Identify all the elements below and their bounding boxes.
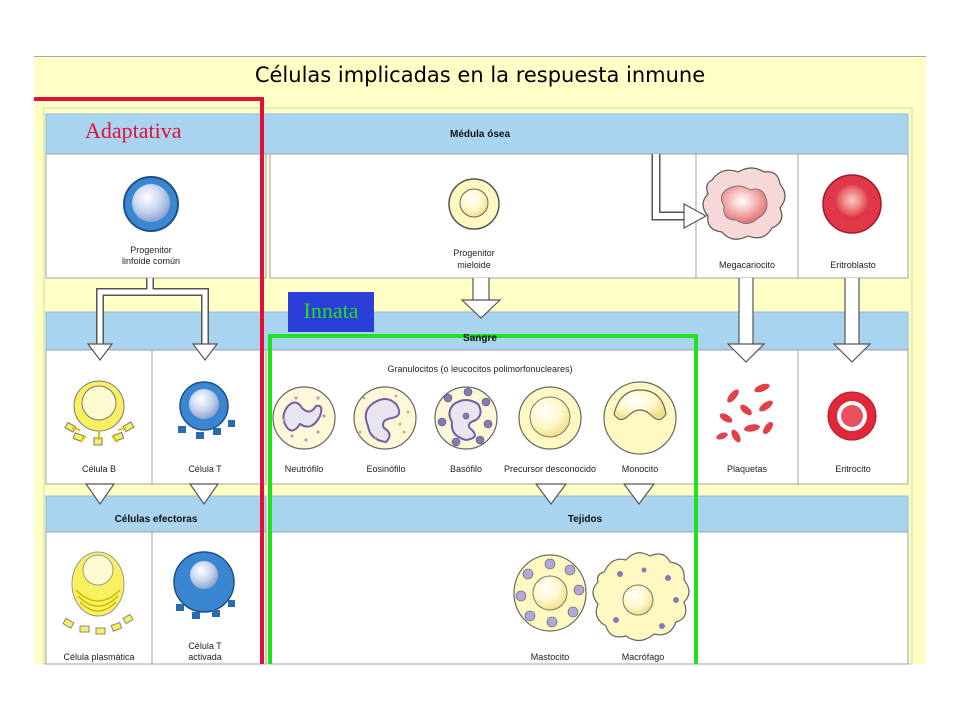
title-band: Células implicadas en la respuesta inmun… [34,56,926,97]
label-activated-t-cell-line2: activada [188,652,222,662]
lymphoid-progenitor-cell [123,176,179,232]
header-bar-tissues [269,495,909,533]
platelets-group [716,383,773,443]
mast-cell [513,554,587,632]
label-granulocytes: Granulocitos (o leucocitos polimorfonucl… [387,364,573,374]
label-b-cell: Célula B [81,464,117,474]
header-bar-bone-marrow [45,113,909,155]
adaptive-frame [34,97,264,664]
panel-tissue-cells [269,531,909,665]
label-monocyte: Monocito [621,464,659,474]
innate-frame [268,334,698,664]
plasma-cell [62,551,134,635]
label-neutrophil: Neutrófilo [284,464,324,474]
b-cell [64,380,135,446]
label-platelets: Plaquetas [726,464,768,474]
header-tissues: Tejidos [567,514,603,525]
header-bar-blood [45,311,909,351]
eosinophil-cell [353,386,417,450]
label-plasma-cell: Célula plasmática [63,652,135,662]
innate-tag: Innata [303,298,359,323]
label-erythrocyte: Eritrocito [835,464,871,474]
erythroblast-cell [822,174,882,234]
innate-tag-background [288,292,374,332]
monocyte-cell [603,381,677,455]
label-myeloid-progenitor-line2: mieloide [457,260,491,270]
label-lymphoid-progenitor-line1: Progenitor [130,245,172,255]
label-eosinophil: Eosinófilo [366,464,406,474]
erythrocyte-cell [827,391,877,441]
label-unknown-precursor: Precursor desconocido [503,464,597,474]
label-basophil: Basófilo [449,464,483,474]
label-megakaryocyte: Megacariocito [718,260,776,270]
myeloid-progenitor-cell [448,178,500,230]
label-macrophage: Macrófago [621,652,665,662]
adaptive-tag: Adaptativa [85,118,182,143]
t-cell [178,381,235,439]
slide-title: Células implicadas en la respuesta inmun… [254,63,706,87]
header-blood: Sangre [463,333,497,344]
label-myeloid-progenitor-line1: Progenitor [453,248,495,258]
megakaryocyte-cell [702,167,786,240]
label-t-cell: Célula T [188,464,222,474]
label-erythroblast: Eritroblasto [830,260,876,270]
header-bone-marrow: Médula ósea [449,129,511,140]
activated-t-cell [173,551,235,619]
panel-platelets [695,349,799,485]
neutrophil-cell [272,386,336,450]
flow-arrows [84,154,872,506]
header-effector-cells: Células efectoras [114,514,198,525]
label-activated-t-cell-line1: Célula T [188,641,222,651]
macrophage-cell [592,552,690,642]
label-lymphoid-progenitor-line2: linfoide común [121,256,181,266]
basophil-cell [434,386,498,450]
header-bar-effector-cells [45,495,267,533]
label-mast-cell: Mastocito [530,652,570,662]
unknown-precursor-cell [518,386,582,450]
